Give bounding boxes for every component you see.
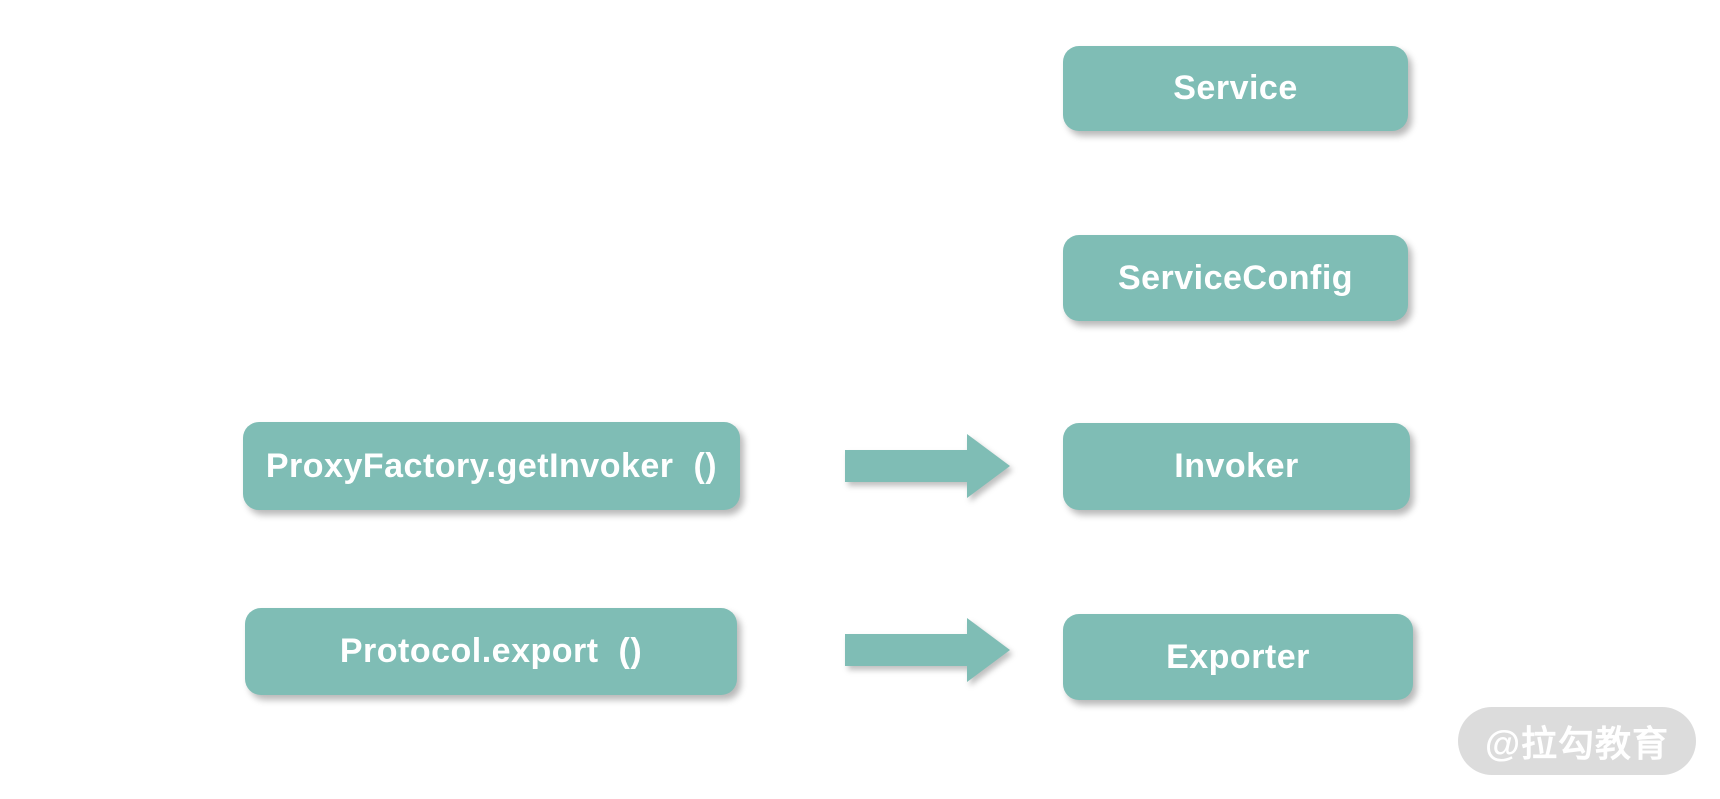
arrow-right-icon-protocol-to-exporter [845,618,1010,682]
arrow-right-icon-proxyfactory-to-invoker [845,434,1010,498]
node-exporter-label: Exporter [1166,637,1310,676]
node-serviceconfig-label: ServiceConfig [1117,258,1354,297]
node-invoker: Invoker [1063,423,1410,510]
watermark-label: @拉勾教育 [1484,723,1670,764]
node-service: Service [1063,46,1408,131]
node-service-label: Service [1173,69,1298,107]
node-protocol-export-label: Protocol.export () [339,632,643,670]
node-protocol-export: Protocol.export () [245,608,737,695]
node-proxyfactory-getinvoker-label: ProxyFactory.getInvoker () [265,446,718,485]
node-invoker-label: Invoker [1174,447,1299,485]
node-serviceconfig: ServiceConfig [1063,235,1408,321]
node-proxyfactory-getinvoker: ProxyFactory.getInvoker () [243,422,740,510]
node-exporter: Exporter [1063,614,1413,700]
watermark-badge: @拉勾教育 [1458,707,1696,775]
